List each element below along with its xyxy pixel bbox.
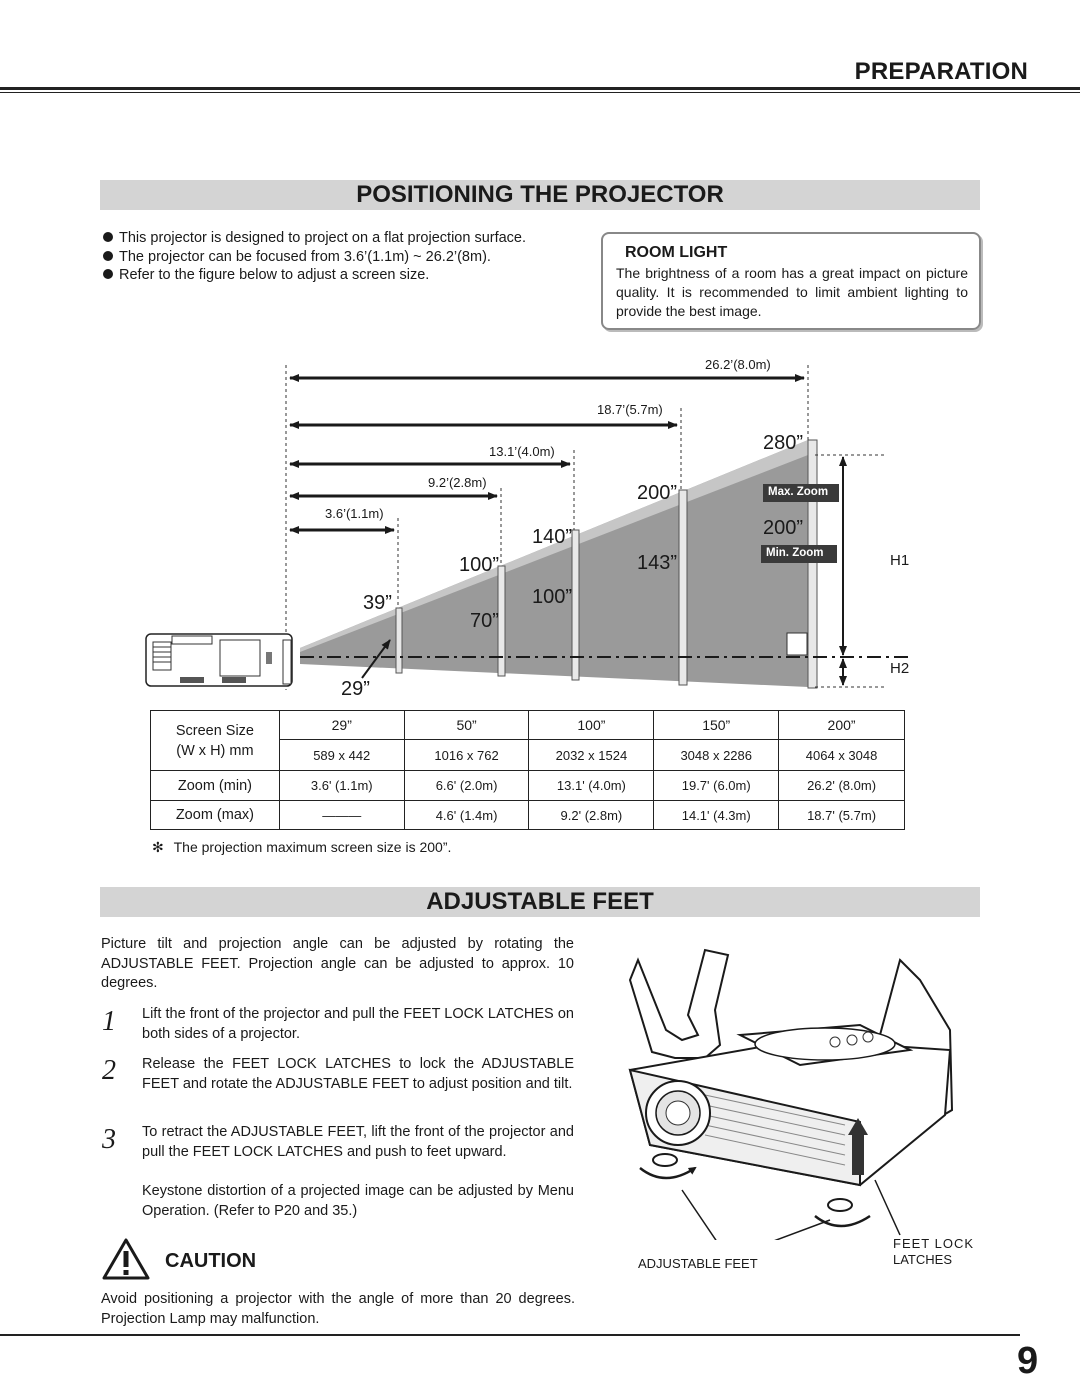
- room-light-box: ROOM LIGHT The brightness of a room has …: [601, 232, 981, 330]
- foot-left-icon: [652, 1153, 678, 1167]
- latches-label: LATCHES: [893, 1252, 952, 1267]
- table-cell: 29”: [278, 710, 405, 740]
- table-cell: 2032 x 1524: [528, 739, 655, 771]
- header-title: PREPARATION: [854, 58, 1028, 85]
- bullet-dot-icon: [103, 250, 113, 261]
- table-cell: 200”: [778, 710, 905, 740]
- left-hand-icon: [628, 948, 730, 1059]
- bullet-dot-icon: [103, 232, 113, 242]
- zoom-min-header: Zoom (min): [150, 770, 280, 801]
- step-1-text: Lift the front of the projector and pull…: [142, 1006, 574, 1042]
- step-3-number: 3: [102, 1124, 116, 1155]
- screen-200: [678, 489, 688, 686]
- header-rule: [0, 87, 1080, 90]
- projection-diagram: [145, 365, 912, 690]
- rotate-arrow-icon: [639, 1166, 697, 1180]
- table-cell: 13.1' (4.0m): [528, 770, 655, 801]
- size-label-70: 70”: [470, 610, 499, 632]
- size-label-100-max: 100”: [459, 554, 500, 576]
- size-label-280: 280”: [763, 432, 804, 454]
- room-light-title: ROOM LIGHT: [625, 244, 728, 261]
- table-cell: 9.2' (2.8m): [528, 800, 655, 830]
- table-cell: 3048 x 2286: [653, 739, 780, 771]
- screen-marker: [786, 632, 808, 656]
- foot-right-icon: [827, 1198, 853, 1212]
- distance-label-13: 13.1’(4.0m): [489, 444, 555, 459]
- projection-note: ✻ The projection maximum screen size is …: [152, 839, 451, 856]
- size-label-140: 140”: [532, 526, 573, 548]
- min-zoom-label: Min. Zoom: [766, 547, 824, 559]
- screen-280: [807, 439, 818, 689]
- size-label-200-min: 200”: [763, 517, 804, 539]
- warning-icon: [102, 1238, 150, 1280]
- table-cell: 4.6' (1.4m): [403, 800, 530, 830]
- size-label-39: 39”: [363, 592, 392, 614]
- zoom-max-header: Zoom (max): [150, 800, 280, 830]
- step-2-text: Release the FEET LOCK LATCHES to lock th…: [142, 1056, 574, 1092]
- table-cell: 18.7' (5.7m): [778, 800, 905, 830]
- step-1-number: 1: [102, 1006, 116, 1037]
- projector-side-view: [145, 633, 293, 687]
- table-cell: 589 x 442: [278, 739, 405, 771]
- table-cell: 14.1' (4.3m): [653, 800, 780, 830]
- adjustable-feet-title: ADJUSTABLE FEET: [100, 887, 980, 917]
- screen-100: [497, 565, 506, 677]
- h2-label: H2: [890, 660, 910, 677]
- footer-rule: [0, 1334, 1020, 1336]
- size-label-143: 143”: [637, 552, 678, 574]
- screen-size-header: Screen Size (W x H) mm: [150, 710, 280, 771]
- screen-size-table: Screen Size (W x H) mm 29” 50” 100” 150”…: [150, 710, 905, 830]
- asterisk-icon: ✻: [152, 839, 164, 855]
- step-2-number: 2: [102, 1055, 116, 1086]
- positioning-bullets: This projector is designed to project on…: [103, 229, 526, 285]
- feet-intro: Picture tilt and projection angle can be…: [101, 936, 574, 991]
- adjustable-feet-label: ADJUSTABLE FEET: [638, 1256, 758, 1271]
- feet-lock-label: FEET LOCK: [893, 1236, 975, 1251]
- distance-label-3: 3.6’(1.1m): [325, 506, 384, 521]
- screen-39: [395, 607, 403, 674]
- table-cell: 19.7' (6.0m): [653, 770, 780, 801]
- distance-label-18: 18.7’(5.7m): [597, 402, 663, 417]
- table-cell: 1016 x 762: [403, 739, 530, 771]
- size-label-200-max: 200”: [637, 482, 678, 504]
- screen-140: [571, 529, 580, 681]
- distance-label-26: 26.2’(8.0m): [705, 357, 771, 372]
- bullet-item: This projector is designed to project on…: [103, 229, 526, 248]
- table-cell: 50”: [403, 710, 530, 740]
- page-number: 9: [1017, 1340, 1039, 1382]
- table-cell: 100”: [528, 710, 655, 740]
- up-arrow-icon: [848, 1118, 868, 1135]
- table-cell: ———: [278, 800, 405, 830]
- adjustable-feet-illustration: [628, 948, 954, 1240]
- table-cell: 3.6' (1.1m): [278, 770, 405, 801]
- bullet-dot-icon: [103, 269, 113, 279]
- max-zoom-badge: [763, 484, 839, 502]
- positioning-title: POSITIONING THE PROJECTOR: [100, 180, 980, 210]
- projection-note-text: The projection maximum screen size is 20…: [173, 839, 452, 855]
- distance-label-9: 9.2’(2.8m): [428, 475, 487, 490]
- step-3-text: To retract the ADJUSTABLE FEET, lift the…: [142, 1124, 574, 1160]
- min-zoom-badge: [761, 545, 837, 563]
- size-label-29: 29”: [341, 678, 370, 700]
- rotate-arrow-icon: [814, 1214, 871, 1228]
- bullet-item: Refer to the figure below to adjust a sc…: [103, 266, 526, 285]
- header-rule-thin: [0, 92, 1080, 93]
- caution-text: Avoid positioning a projector with the a…: [101, 1291, 575, 1327]
- bullet-item: The projector can be focused from 3.6’(1…: [103, 248, 526, 267]
- size-label-100-min: 100”: [532, 586, 573, 608]
- h1-label: H1: [890, 552, 910, 569]
- table-cell: 26.2' (8.0m): [778, 770, 905, 801]
- table-cell: 6.6' (2.0m): [403, 770, 530, 801]
- caution-title: CAUTION: [165, 1250, 257, 1272]
- table-cell: 150”: [653, 710, 780, 740]
- table-cell: 4064 x 3048: [778, 739, 905, 771]
- max-zoom-label: Max. Zoom: [768, 486, 829, 498]
- room-light-text: The brightness of a room has a great imp…: [616, 265, 968, 319]
- keystone-text: Keystone distortion of a projected image…: [142, 1183, 574, 1219]
